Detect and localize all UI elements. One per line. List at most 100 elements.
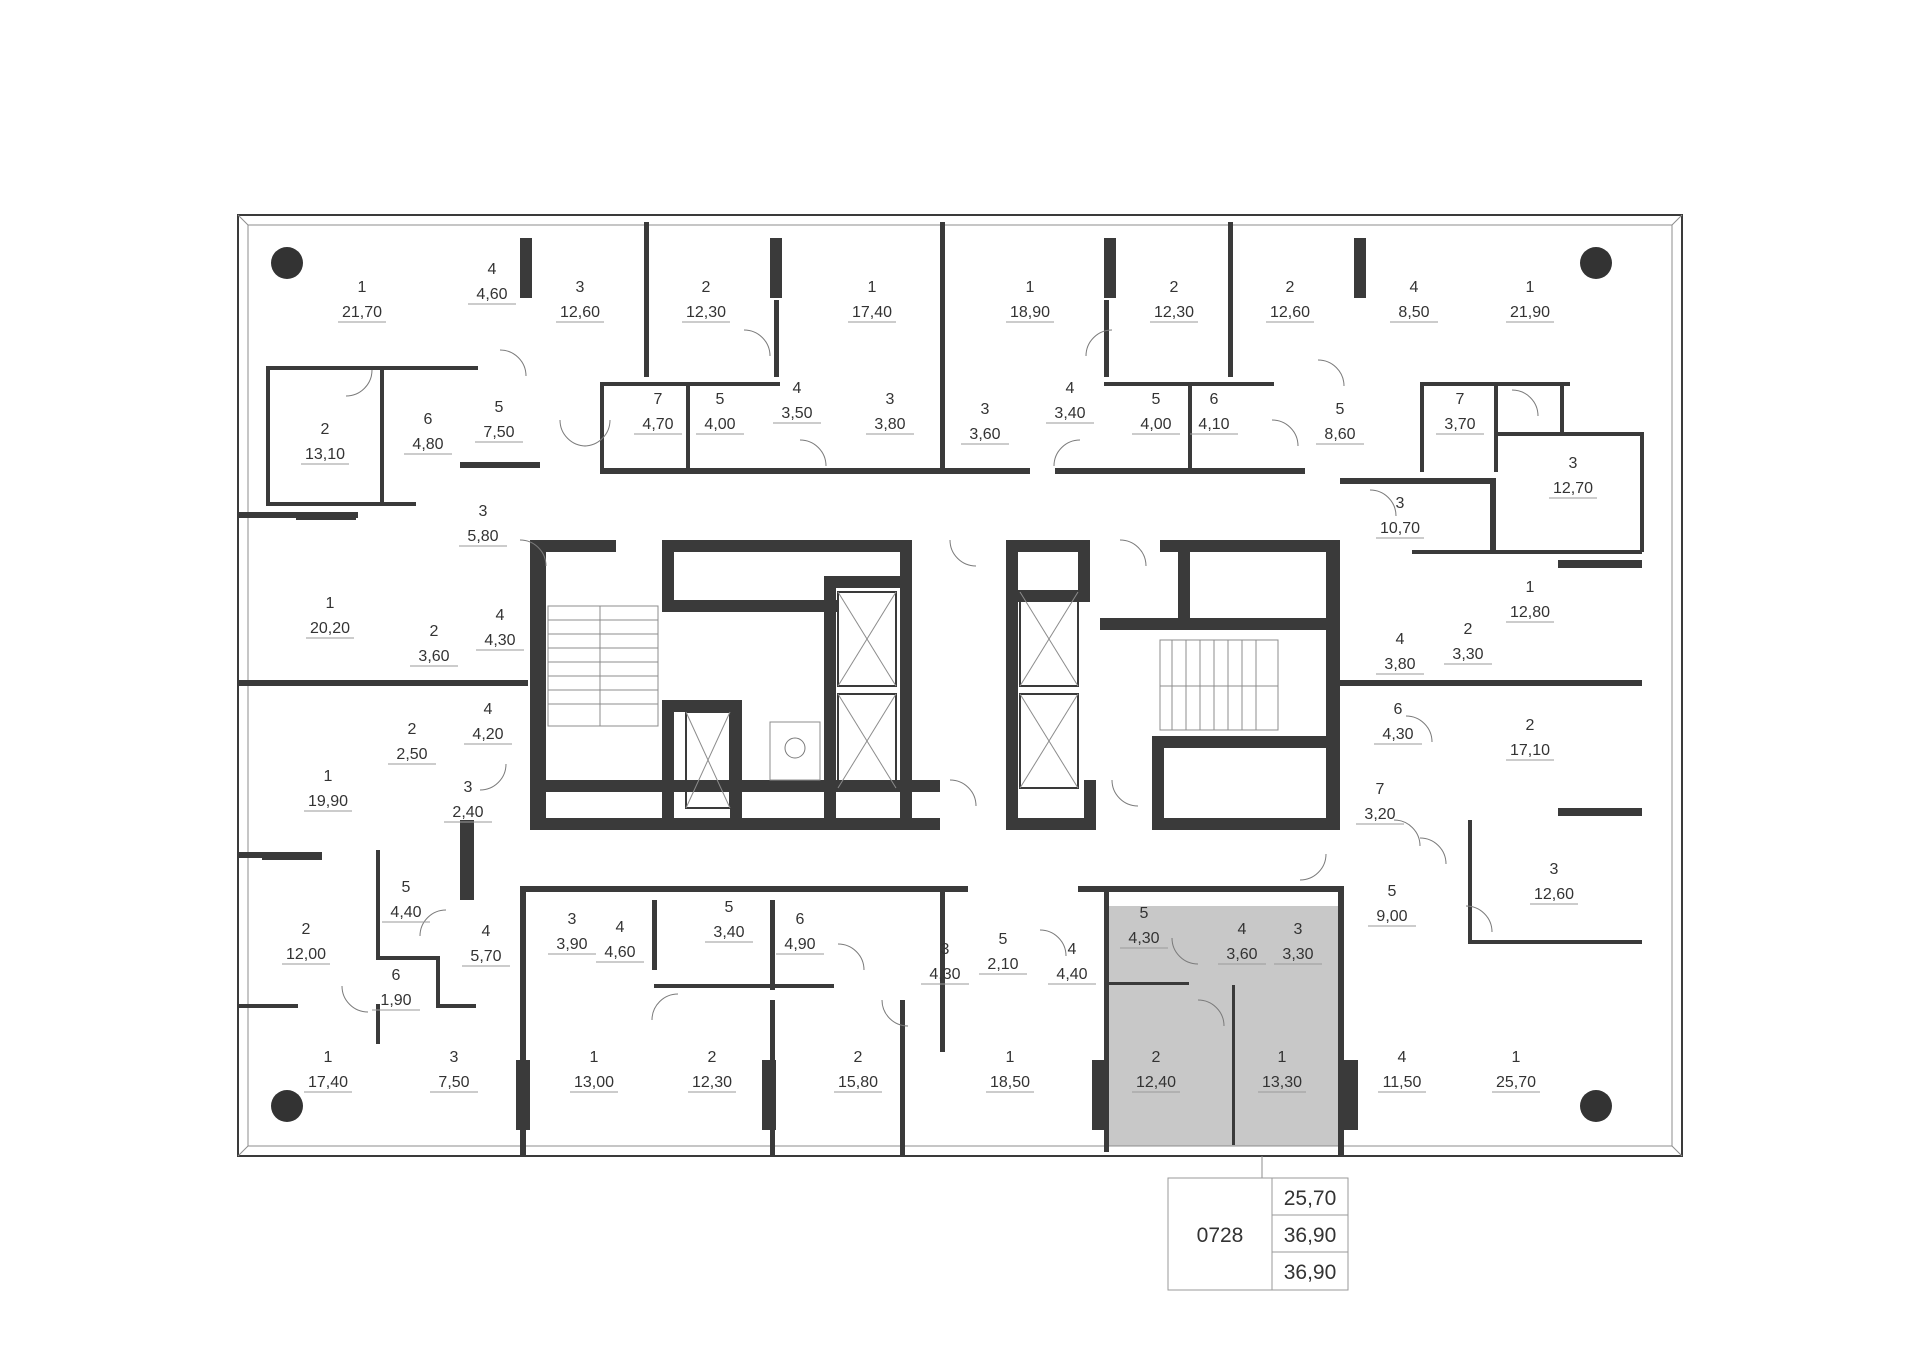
- room-number: 5: [402, 879, 411, 896]
- room-area: 12,60: [560, 304, 600, 321]
- room-label: 22,50: [388, 721, 436, 765]
- room-area: 12,60: [1534, 886, 1574, 903]
- room-label: 312,60: [556, 279, 604, 323]
- room-label: 45,70: [462, 923, 510, 967]
- room-number: 1: [590, 1049, 599, 1066]
- walls: [238, 222, 1644, 1156]
- room-label: 310,70: [1376, 495, 1424, 539]
- room-number: 1: [1526, 279, 1535, 296]
- room-number: 4: [1398, 1049, 1407, 1066]
- room-number: 4: [484, 701, 493, 718]
- room-label: 312,70: [1549, 455, 1597, 499]
- room-number: 5: [999, 931, 1008, 948]
- room-label: 125,70: [1492, 1049, 1540, 1093]
- room-number: 6: [1210, 391, 1219, 408]
- room-label: 44,20: [464, 701, 512, 745]
- core-elements: [547, 591, 1279, 809]
- room-label: 43,80: [1376, 631, 1424, 675]
- room-number: 2: [1152, 1049, 1161, 1066]
- room-area: 13,10: [305, 446, 345, 463]
- room-number: 5: [1388, 883, 1397, 900]
- room-number: 5: [1140, 905, 1149, 922]
- legend-value-3: 36,90: [1284, 1261, 1337, 1284]
- room-area: 3,60: [969, 426, 1000, 443]
- room-label: 59,00: [1368, 883, 1416, 927]
- room-number: 1: [326, 595, 335, 612]
- column-icon: [271, 247, 303, 279]
- room-label: 312,60: [1530, 861, 1578, 905]
- room-area: 13,00: [574, 1074, 614, 1091]
- legend-value-2: 36,90: [1284, 1224, 1337, 1247]
- room-area: 8,60: [1324, 426, 1355, 443]
- room-number: 5: [1336, 401, 1345, 418]
- structural-columns: [271, 247, 1612, 1122]
- room-label: 217,10: [1506, 717, 1554, 761]
- room-area: 2,50: [396, 746, 427, 763]
- highlighted-apartment[interactable]: [1106, 906, 1343, 1146]
- room-label: 44,60: [468, 261, 516, 305]
- room-number: 3: [450, 1049, 459, 1066]
- room-area: 17,10: [1510, 742, 1550, 759]
- room-number: 1: [1006, 1049, 1015, 1066]
- room-number: 7: [1376, 781, 1385, 798]
- room-label: 212,00: [282, 921, 330, 965]
- room-label: 54,40: [382, 879, 430, 923]
- room-label: 215,80: [834, 1049, 882, 1093]
- room-label: 120,20: [306, 595, 354, 639]
- room-label: 64,30: [1374, 701, 1422, 745]
- room-area: 12,30: [1154, 304, 1194, 321]
- room-number: 1: [324, 1049, 333, 1066]
- room-area: 25,70: [1496, 1074, 1536, 1091]
- room-label: 48,50: [1390, 279, 1438, 323]
- room-number: 2: [321, 421, 330, 438]
- room-label: 23,30: [1444, 621, 1492, 665]
- room-number: 3: [886, 391, 895, 408]
- room-label: 33,80: [866, 391, 914, 435]
- room-label: 73,70: [1436, 391, 1484, 435]
- room-number: 3: [1396, 495, 1405, 512]
- room-number: 7: [1456, 391, 1465, 408]
- room-label: 44,40: [1048, 941, 1096, 985]
- room-label: 35,80: [459, 503, 507, 547]
- room-number: 6: [392, 967, 401, 984]
- room-area: 3,80: [1384, 656, 1415, 673]
- room-number: 2: [430, 623, 439, 640]
- room-label: 34,30: [921, 941, 969, 985]
- room-number: 3: [1550, 861, 1559, 878]
- room-number: 2: [1170, 279, 1179, 296]
- room-label: 23,60: [410, 623, 458, 667]
- room-number: 1: [358, 279, 367, 296]
- room-area: 12,30: [692, 1074, 732, 1091]
- apartment-legend: 0728 25,70 36,90 36,90: [1167, 1156, 1349, 1291]
- room-number: 5: [495, 399, 504, 416]
- room-number: 6: [1394, 701, 1403, 718]
- room-area: 3,30: [1282, 946, 1313, 963]
- room-number: 3: [568, 911, 577, 928]
- room-number: 2: [302, 921, 311, 938]
- column-icon: [1580, 247, 1612, 279]
- room-label: 212,40: [1132, 1049, 1180, 1093]
- room-number: 1: [1278, 1049, 1287, 1066]
- room-number: 1: [324, 768, 333, 785]
- room-area: 13,30: [1262, 1074, 1302, 1091]
- room-number: 1: [1512, 1049, 1521, 1066]
- room-number: 2: [702, 279, 711, 296]
- room-area: 3,80: [874, 416, 905, 433]
- room-label: 54,00: [1132, 391, 1180, 435]
- room-area: 7,50: [483, 424, 514, 441]
- room-area: 21,90: [1510, 304, 1550, 321]
- room-label: 113,00: [570, 1049, 618, 1093]
- room-label: 44,60: [596, 919, 644, 963]
- room-area: 3,40: [1054, 405, 1085, 422]
- room-number: 1: [868, 279, 877, 296]
- room-number: 5: [725, 899, 734, 916]
- room-number: 2: [854, 1049, 863, 1066]
- room-area: 12,00: [286, 946, 326, 963]
- room-area: 2,40: [452, 804, 483, 821]
- room-label: 121,70: [338, 279, 386, 323]
- column-icon: [271, 1090, 303, 1122]
- room-area: 9,00: [1376, 908, 1407, 925]
- room-number: 2: [408, 721, 417, 738]
- room-number: 2: [708, 1049, 717, 1066]
- room-area: 21,70: [342, 304, 382, 321]
